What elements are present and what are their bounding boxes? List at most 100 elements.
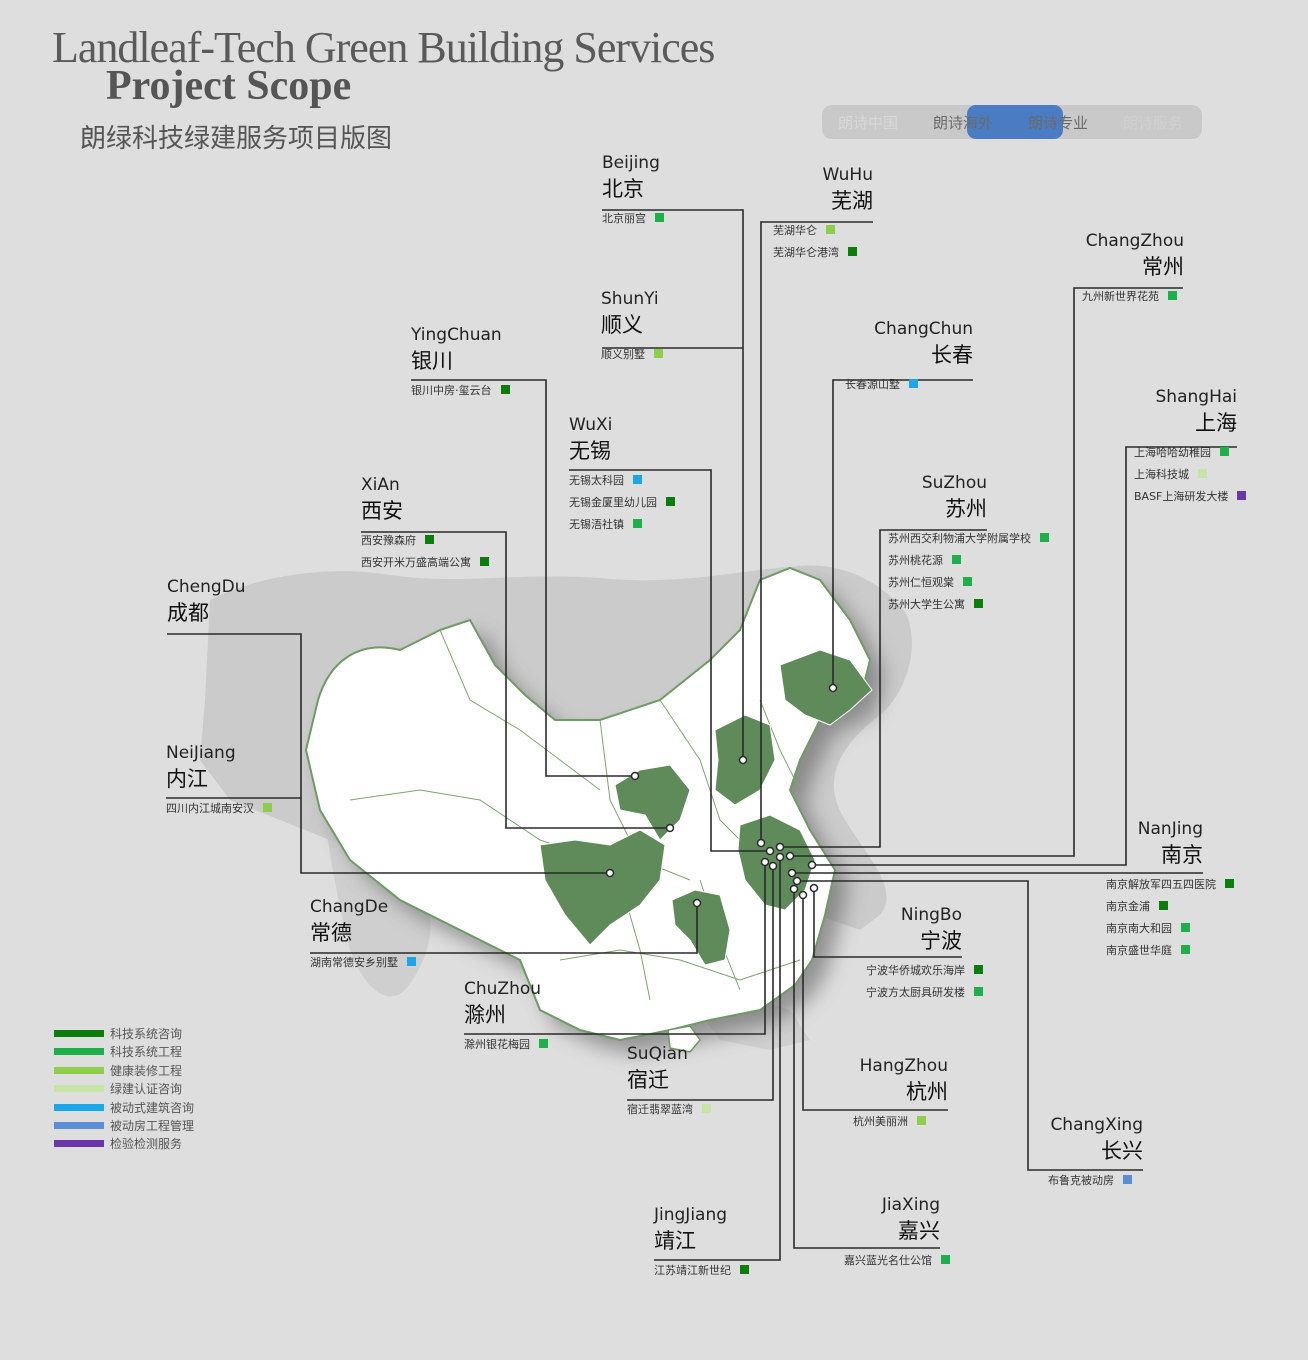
project-category-marker: [425, 535, 434, 544]
project-category-marker: [407, 957, 416, 966]
project-category-marker: [917, 1116, 926, 1125]
project-name: 银川中房·玺云台: [411, 384, 492, 397]
city-name-zh: 南京: [1161, 843, 1203, 867]
legend-swatch: [54, 1140, 104, 1148]
project-name: 顺义别墅: [601, 348, 645, 361]
project-item: BASF上海研发大楼: [1134, 490, 1247, 512]
project-item: 南京解放军四五四医院: [1106, 878, 1234, 900]
legend-swatch: [54, 1103, 104, 1111]
project-name: 无锡金厦里幼儿园: [569, 496, 657, 509]
tab-overseas[interactable]: 朗诗海外: [933, 114, 994, 132]
city-name-en: ChangXing: [1050, 1115, 1143, 1135]
legend-label: 被动房工程管理: [110, 1118, 195, 1133]
project-category-marker: [909, 379, 918, 388]
project-category-marker: [952, 555, 961, 564]
project-category-marker: [539, 1039, 548, 1048]
city-name-zh: 成都: [167, 601, 209, 625]
project-category-marker: [1220, 447, 1229, 456]
project-item: 宁波华侨城欢乐海岸: [866, 964, 983, 986]
project-name: 长春源山墅: [845, 378, 900, 391]
legend-label: 科技系统咨询: [110, 1027, 183, 1041]
project-category-marker: [655, 213, 664, 222]
project-name: 杭州美丽洲: [853, 1115, 908, 1128]
project-category-marker: [702, 1104, 711, 1113]
project-category-marker: [974, 965, 983, 974]
title-english-line1: Landleaf-Tech Green Building Services: [52, 23, 715, 72]
city-name-en: YingChuan: [411, 325, 502, 345]
project-name: 宿迁翡翠蓝湾: [627, 1103, 693, 1116]
legend: 科技系统咨询科技系统工程健康装修工程绿建认证咨询被动式建筑咨询被动房工程管理检验…: [54, 1026, 194, 1155]
project-category-marker: [826, 225, 835, 234]
city-name-en: ChengDu: [167, 577, 246, 597]
project-item: 芜湖华仑: [773, 224, 873, 246]
project-name: 南京盛世华庭: [1106, 944, 1172, 957]
project-name: 苏州仁恒观棠: [888, 576, 954, 589]
project-category-marker: [666, 497, 675, 506]
leader-lines: [166, 209, 1237, 1261]
project-item: 上海哈哈幼稚园: [1134, 446, 1246, 468]
project-category-marker: [963, 577, 972, 586]
project-name: 上海哈哈幼稚园: [1134, 446, 1211, 459]
city-name-en: HangZhou: [859, 1056, 948, 1076]
project-name: 南京解放军四五四医院: [1106, 878, 1216, 891]
project-item: 芜湖华仑港湾: [773, 246, 873, 268]
city-name-zh: 长兴: [1101, 1139, 1143, 1163]
city-name-zh: 靖江: [654, 1229, 696, 1253]
city-name-en: JingJiang: [654, 1205, 728, 1225]
project-item: 苏州仁恒观棠: [888, 576, 1049, 598]
tab-service[interactable]: 朗诗服务: [1123, 114, 1184, 132]
city-name-en: NanJing: [1137, 819, 1203, 839]
project-name: 无锡太科园: [569, 474, 624, 487]
project-item: 布鲁克被动房: [1048, 1174, 1143, 1196]
project-category-marker: [1225, 879, 1234, 888]
project-item: 西安豫森府: [361, 534, 506, 556]
project-item: 苏州西交利物浦大学附属学校: [888, 532, 1049, 554]
city-chuzhou: ChuZhou 滁州滁州银花梅园: [464, 978, 614, 1060]
tab-professional[interactable]: 朗诗专业: [1028, 114, 1089, 132]
project-category-marker: [480, 557, 489, 566]
project-name: 苏州大学生公寓: [888, 598, 965, 611]
city-name-zh: 杭州: [906, 1080, 948, 1104]
project-category-marker: [1040, 533, 1049, 542]
city-name-en: ChuZhou: [464, 979, 542, 999]
title-english-line2: Project Scope: [106, 63, 352, 109]
project-category-marker: [633, 475, 642, 484]
city-chengdu: ChengDu 成都: [167, 576, 301, 636]
project-name: 无锡浯社镇: [569, 518, 624, 531]
project-category-marker: [1181, 945, 1190, 954]
legend-label: 健康装修工程: [110, 1063, 183, 1078]
city-name-zh: 苏州: [945, 497, 987, 521]
city-name-zh: 常德: [310, 921, 352, 945]
city-name-zh: 长春: [931, 343, 973, 367]
project-item: 滁州银花梅园: [464, 1038, 614, 1060]
city-name-en: NeiJiang: [166, 743, 236, 763]
city-name-zh: 滁州: [464, 1003, 506, 1027]
project-name: 九州新世界花苑: [1082, 290, 1159, 303]
project-name: 布鲁克被动房: [1048, 1174, 1114, 1187]
project-item: 顺义别墅: [601, 348, 743, 370]
project-category-marker: [1123, 1175, 1132, 1184]
project-item: 南京南大和园: [1106, 922, 1234, 944]
city-name-en: WuHu: [822, 165, 873, 185]
city-dots: [605, 683, 838, 908]
tab-china[interactable]: 朗诗中国: [838, 114, 899, 132]
project-item: 杭州美丽洲: [853, 1115, 948, 1137]
legend-swatch: [54, 1030, 104, 1037]
legend-label: 科技系统工程: [110, 1045, 183, 1060]
legend-swatch: [54, 1085, 104, 1093]
project-category-marker: [1168, 291, 1177, 300]
project-name: 芜湖华仑: [773, 224, 817, 237]
project-category-marker: [1159, 901, 1168, 910]
hainan-island: [667, 1025, 701, 1053]
china-outline: [304, 566, 872, 1042]
project-name: 西安开米万盛高端公寓: [361, 556, 471, 569]
city-name-zh: 宿迁: [627, 1068, 669, 1092]
